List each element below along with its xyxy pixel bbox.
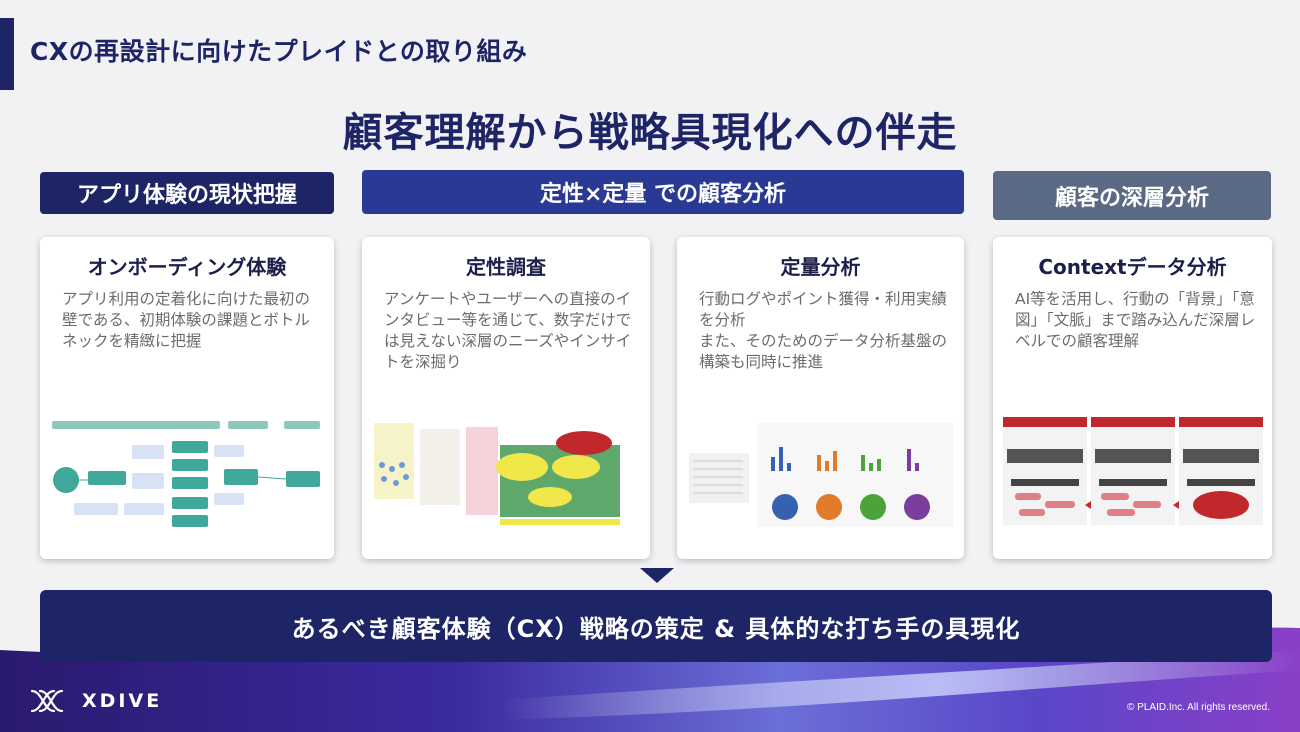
- card-context-data-analysis: Contextデータ分析 AI等を活用し、行動の「背景」「意図」「文脈」まで踏み…: [993, 237, 1272, 559]
- xdive-logo: XDIVE: [28, 686, 162, 716]
- card-description: アンケートやユーザーへの直接のインタビュー等を通じて、数字だけでは見えない深層の…: [384, 290, 632, 371]
- card-description: アプリ利用の定着化に向けた最初の壁である、初期体験の課題とボトルネックを精緻に把…: [62, 290, 311, 350]
- header-accent-bar: [0, 18, 14, 90]
- card-qualitative-research: 定性調査 アンケートやユーザーへの直接のインタビュー等を通じて、数字だけでは見え…: [362, 237, 650, 559]
- main-title: 顧客理解から戦略具現化への伴走: [342, 110, 958, 156]
- header-title: CXの再設計に向けたプレイドとの取り組み: [30, 37, 528, 66]
- logo-text: XDIVE: [82, 690, 163, 712]
- qualitative-research-map-image: [374, 423, 620, 525]
- down-arrow-icon: [640, 568, 674, 583]
- onboarding-flow-diagram-image: [52, 421, 320, 527]
- xdive-logo-icon: [30, 689, 64, 713]
- card-description: AI等を活用し、行動の「背景」「意図」「文脈」まで踏み込んだ深層レベルでの顧客理…: [1015, 290, 1256, 350]
- category-app-experience: アプリ体験の現状把握: [40, 172, 334, 214]
- card-description: 行動ログやポイント獲得・利用実績を分析 また、そのためのデータ分析基盤の構築も同…: [699, 290, 948, 371]
- context-analysis-image: [1003, 417, 1263, 525]
- quantitative-dashboard-image: [689, 423, 953, 527]
- card-title: 定量分析: [780, 255, 861, 279]
- card-title: オンボーディング体験: [87, 255, 287, 279]
- card-quantitative-analysis: 定量分析 行動ログやポイント獲得・利用実績を分析 また、そのためのデータ分析基盤…: [677, 237, 964, 559]
- copyright-text: © PLAID.Inc. All rights reserved.: [1127, 702, 1270, 713]
- result-banner: あるべき顧客体験（CX）戦略の策定 & 具体的な打ち手の具現化: [40, 590, 1272, 662]
- card-onboarding: オンボーディング体験 アプリ利用の定着化に向けた最初の壁である、初期体験の課題と…: [40, 237, 334, 559]
- category-deep-analysis: 顧客の深層分析: [993, 171, 1271, 220]
- card-title: Contextデータ分析: [1038, 255, 1227, 279]
- card-title: 定性調査: [466, 255, 546, 279]
- category-qual-quant-analysis: 定性×定量 での顧客分析: [362, 170, 964, 214]
